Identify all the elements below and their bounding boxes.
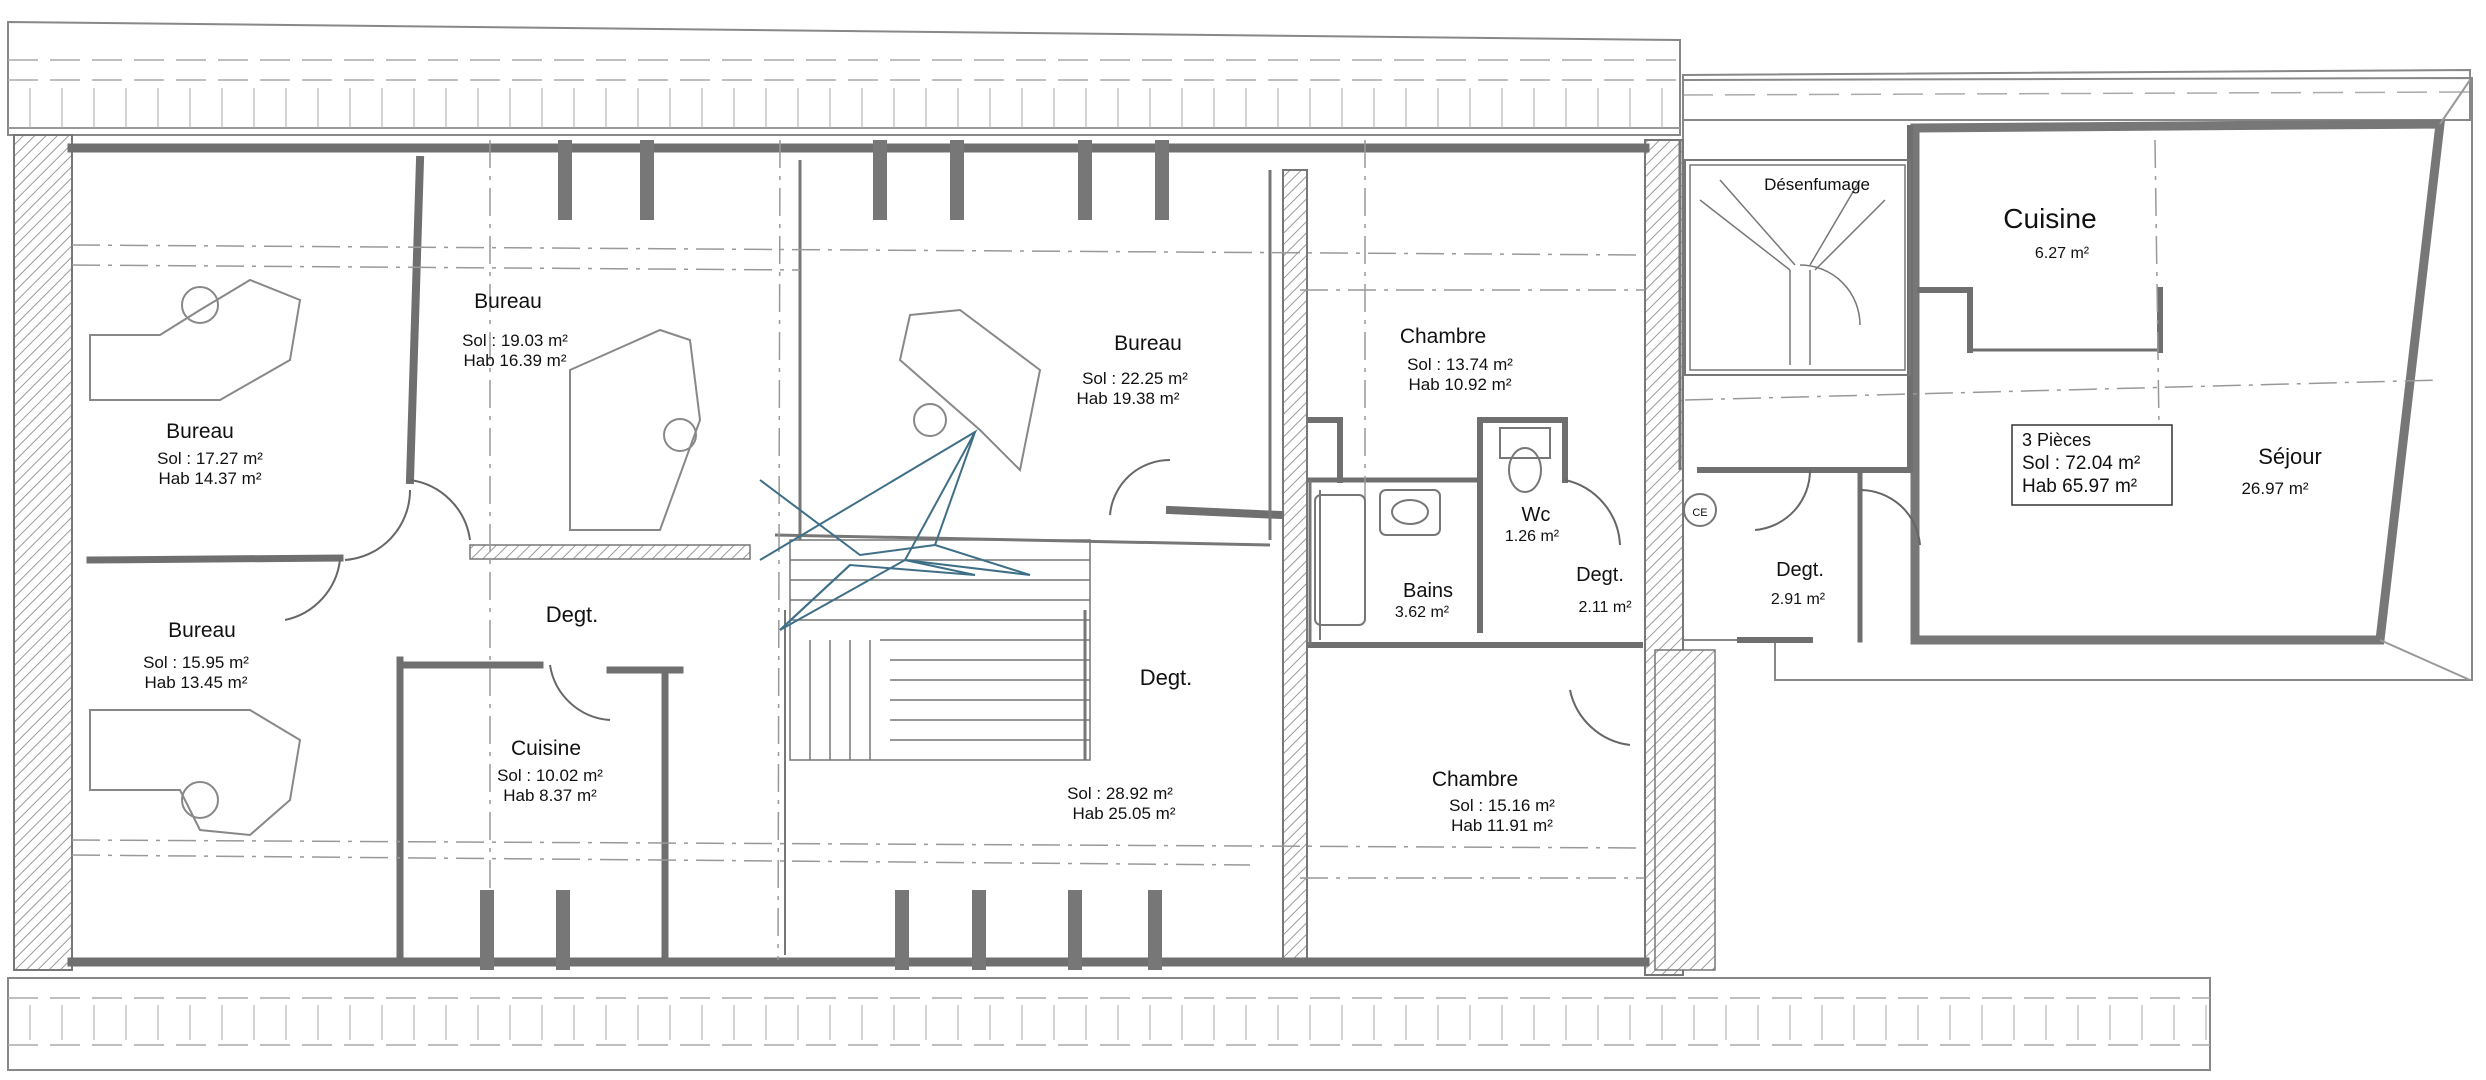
summary-pieces: 3 Pièces xyxy=(2022,430,2091,450)
room-sol: Sol : 19.03 m² xyxy=(462,331,568,350)
room-name: Bureau xyxy=(166,420,234,443)
room-wc: Wc 1.26 m² xyxy=(1505,504,1560,545)
room-sol: Sol : 15.95 m² xyxy=(143,653,249,672)
room-name: Cuisine xyxy=(2003,203,2096,234)
room-bains: Bains 3.62 m² xyxy=(1395,580,1453,621)
room-hab: Hab 13.45 m² xyxy=(145,673,248,692)
stairs-center xyxy=(789,539,1091,761)
room-chambre-2: Chambre Sol : 15.16 m² Hab 11.91 m² xyxy=(1432,768,1555,835)
room-hab: Hab 14.37 m² xyxy=(159,469,262,488)
room-area: 1.26 m² xyxy=(1505,528,1560,545)
room-sejour: Séjour 26.97 m² xyxy=(2241,444,2321,498)
room-name: Degt. xyxy=(546,602,599,627)
room-name: Bureau xyxy=(168,619,236,642)
doors xyxy=(284,458,1921,746)
room-area: 6.27 m² xyxy=(2035,245,2090,262)
room-sol: Sol : 22.25 m² xyxy=(1082,369,1188,388)
room-bureau-3: Bureau Sol : 22.25 m² Hab 19.38 m² xyxy=(1077,332,1189,408)
room-degt-small: Degt. 2.11 m² xyxy=(1576,564,1632,616)
ce-label: CE xyxy=(1692,507,1707,519)
room-sol: Sol : 15.16 m² xyxy=(1449,796,1555,815)
hatched-walls xyxy=(13,134,1716,976)
room-name: Cuisine xyxy=(511,737,581,760)
room-name: Séjour xyxy=(2258,444,2322,469)
room-bureau-1: Bureau Sol : 17.27 m² Hab 14.37 m² xyxy=(157,420,263,488)
room-degt-left: Degt. xyxy=(546,602,599,627)
room-sol: Sol : 17.27 m² xyxy=(157,449,263,468)
desenfumage-label: Désenfumage xyxy=(1764,175,1870,194)
room-sol: Sol : 28.92 m² xyxy=(1067,784,1173,803)
room-hab: Hab 16.39 m² xyxy=(464,351,567,370)
room-cuisine-left: Cuisine Sol : 10.02 m² Hab 8.37 m² xyxy=(497,737,603,805)
room-name: Chambre xyxy=(1400,325,1486,348)
annex-frame xyxy=(1682,76,2473,681)
room-name: Degt. xyxy=(1576,564,1624,586)
room-name: Degt. xyxy=(1776,559,1824,581)
room-hab: Hab 10.92 m² xyxy=(1409,375,1512,394)
roof-tiles-top xyxy=(29,88,1663,128)
walls xyxy=(67,125,2163,967)
room-name: Wc xyxy=(1522,504,1551,526)
room-name: Chambre xyxy=(1432,768,1518,791)
room-sol: Sol : 10.02 m² xyxy=(497,766,603,785)
room-hab: Hab 11.91 m² xyxy=(1451,816,1553,835)
room-sol: Sol : 13.74 m² xyxy=(1407,355,1513,374)
room-hab: Hab 8.37 m² xyxy=(503,786,597,805)
room-hab: Hab 25.05 m² xyxy=(1073,804,1176,823)
room-chambre-1: Chambre Sol : 13.74 m² Hab 10.92 m² xyxy=(1400,325,1513,394)
room-hab: Hab 19.38 m² xyxy=(1077,389,1180,408)
bath-fixtures xyxy=(1314,427,1717,626)
room-area: 26.97 m² xyxy=(2241,479,2308,498)
room-degt-center: Degt. Sol : 28.92 m² Hab 25.05 m² xyxy=(1067,665,1192,823)
room-cuisine-right: Cuisine 6.27 m² xyxy=(2003,203,2096,262)
slope-lines xyxy=(71,139,2441,961)
partitions xyxy=(774,140,1911,955)
room-name: Bureau xyxy=(474,290,542,313)
room-degt-right: Degt. 2.91 m² xyxy=(1771,559,1826,608)
origami-logo xyxy=(759,429,1031,631)
room-area: 2.91 m² xyxy=(1771,591,1826,608)
room-area: 3.62 m² xyxy=(1395,604,1450,621)
roof-bottom xyxy=(7,977,2211,1071)
room-area: 2.11 m² xyxy=(1578,599,1632,616)
window-columns xyxy=(480,140,1169,970)
room-name: Bains xyxy=(1403,580,1453,602)
room-name: Bureau xyxy=(1114,332,1182,355)
summary-hab: Hab 65.97 m² xyxy=(2022,476,2137,497)
room-bureau-4: Bureau Sol : 15.95 m² Hab 13.45 m² xyxy=(143,619,249,692)
roof-tiles-bottom xyxy=(29,1005,2207,1040)
summary-sol: Sol : 72.04 m² xyxy=(2022,453,2140,474)
furniture xyxy=(89,278,1042,837)
stairs-right xyxy=(1689,164,1906,371)
roof-top-left xyxy=(7,20,1681,136)
room-bureau-2: Bureau Sol : 19.03 m² Hab 16.39 m² xyxy=(462,290,568,370)
room-name: Degt. xyxy=(1140,665,1193,690)
summary-box: 3 Pièces Sol : 72.04 m² Hab 65.97 m² xyxy=(2011,424,2173,506)
